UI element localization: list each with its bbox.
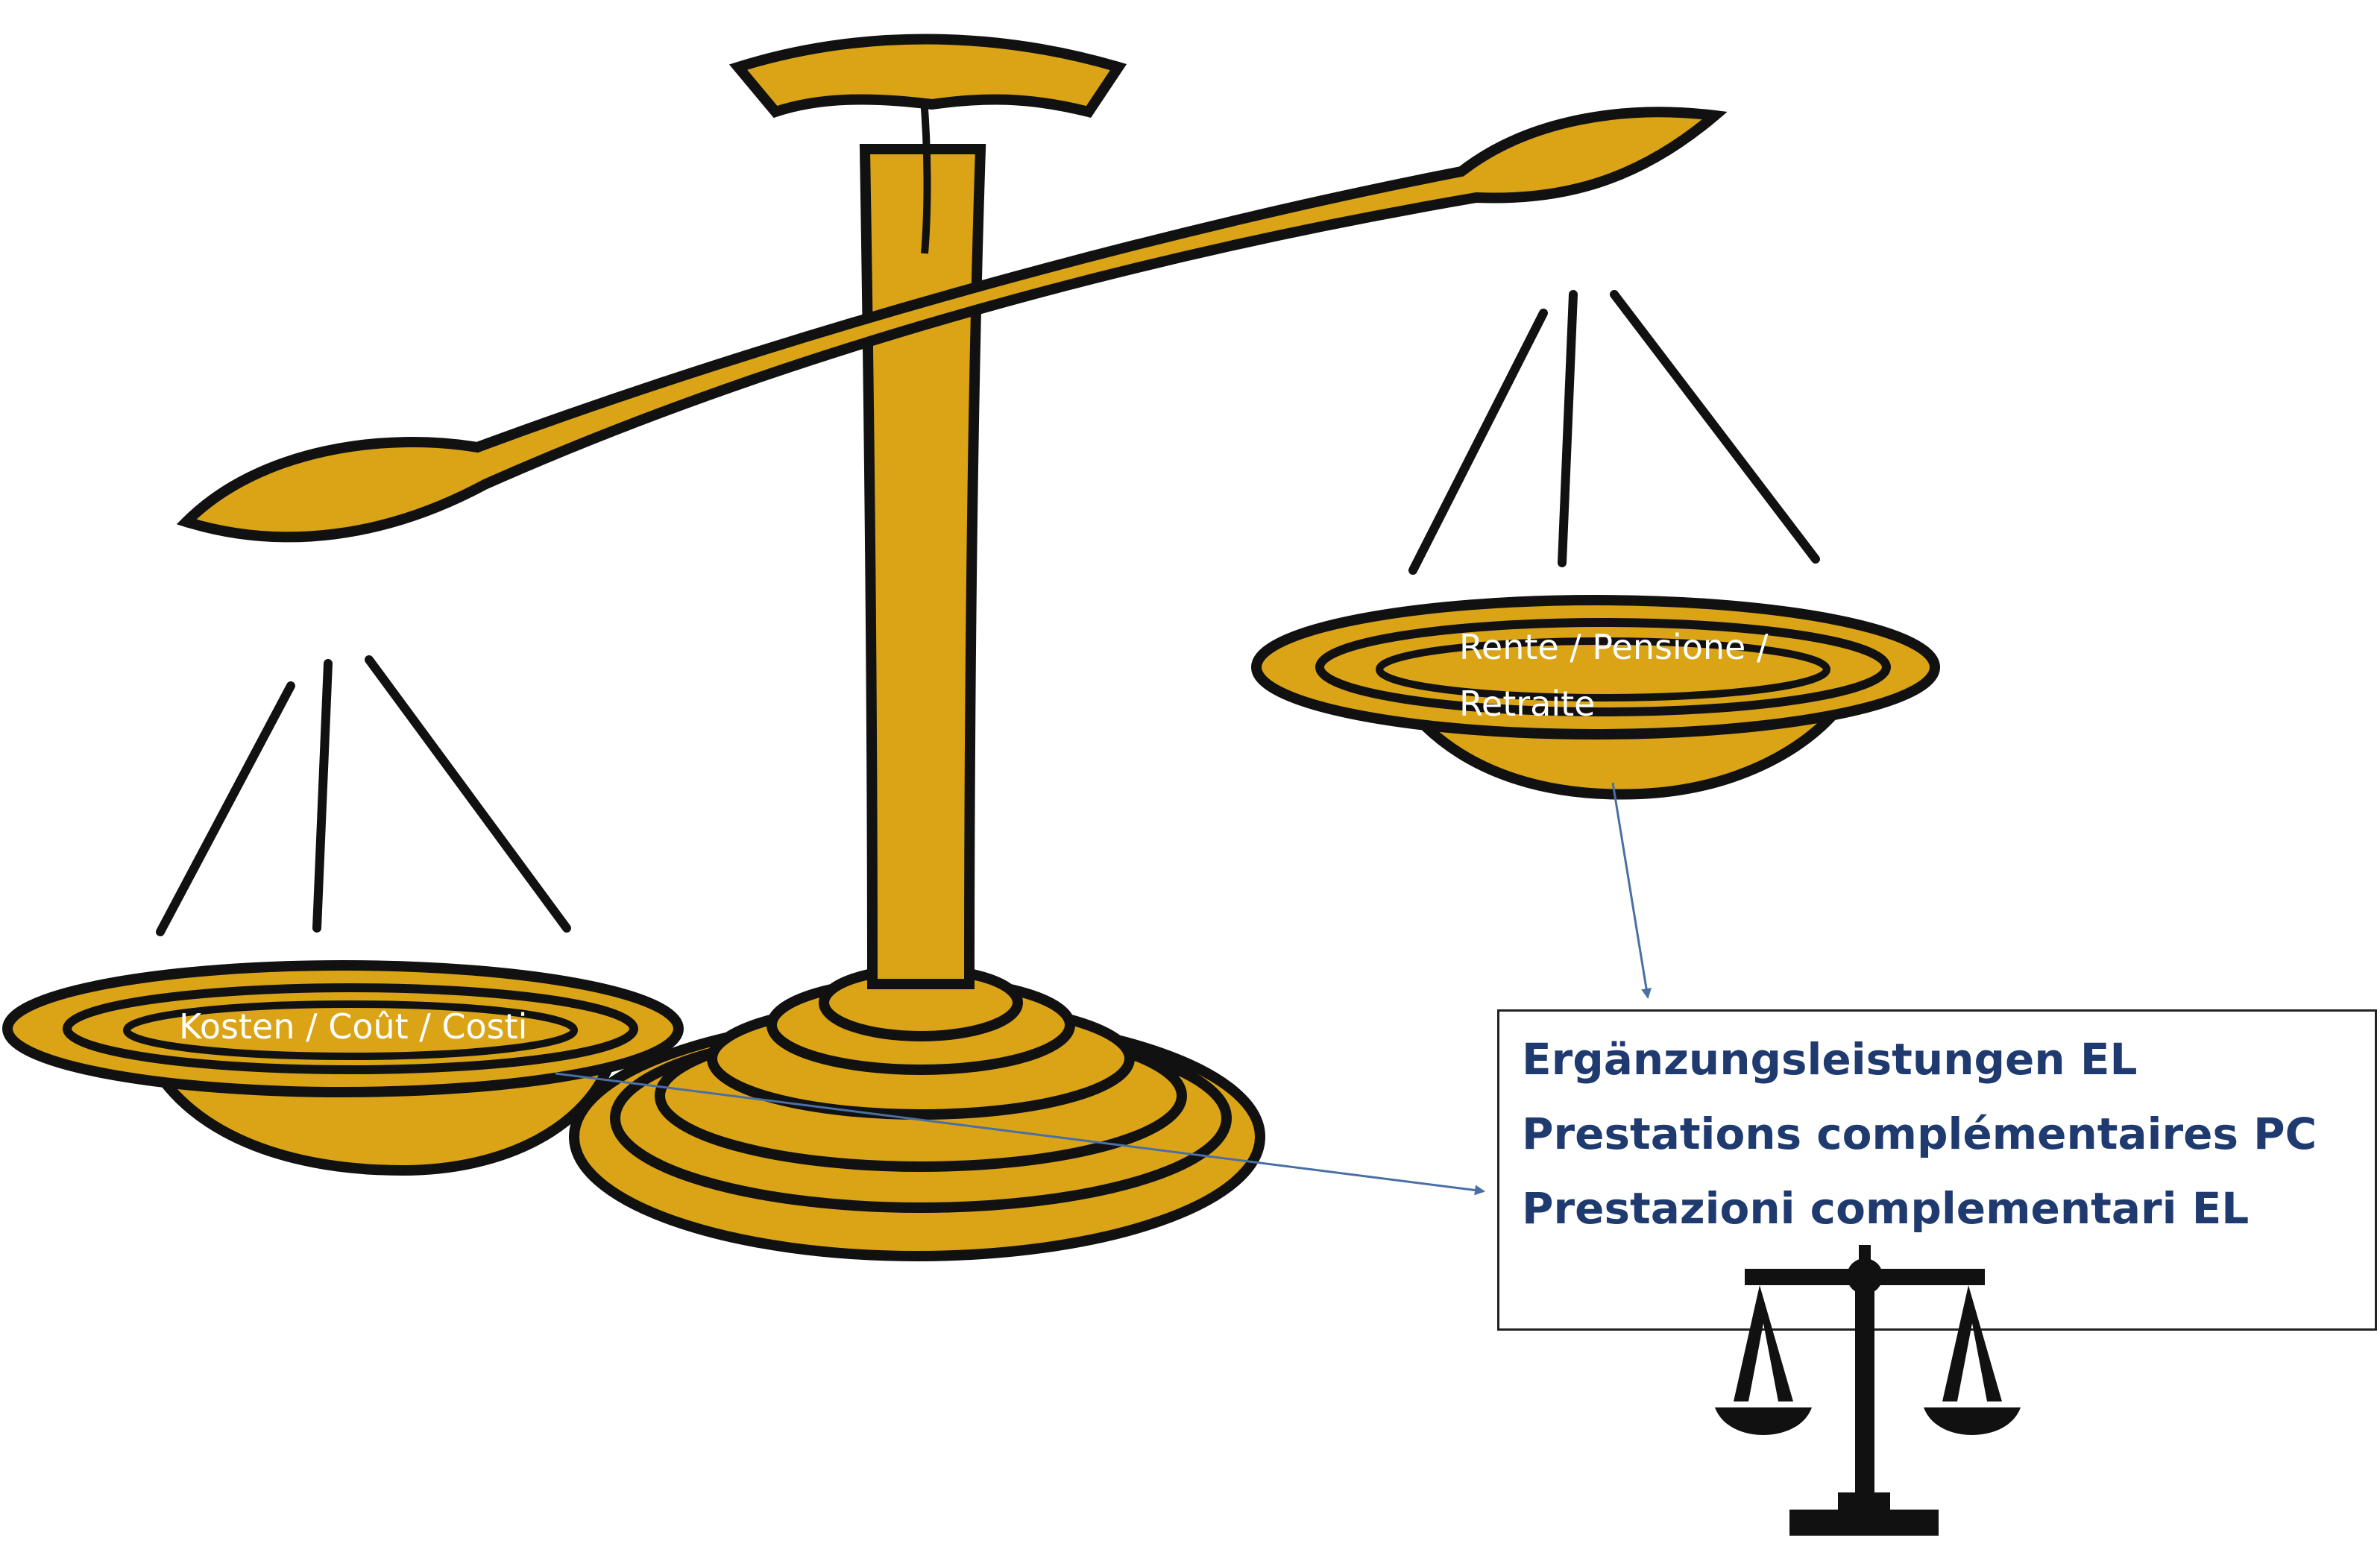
box-line-de: Ergänzungsleistungen EL: [1522, 1034, 2138, 1085]
box-line-fr: Prestations complémentaires PC: [1522, 1109, 2317, 1159]
right-pan: [1251, 595, 1940, 800]
box-line-it: Prestazioni complementari EL: [1522, 1183, 2250, 1234]
scale-beam: [176, 107, 1728, 543]
right-pan-strings: [1408, 290, 1820, 575]
arrow-kosten-to-box: [555, 1072, 1485, 1196]
left-pan-strings: [156, 655, 571, 936]
arrow-rente-to-box: [1611, 782, 1652, 999]
left-pan-label: Kosten / Coût / Costi: [179, 1006, 528, 1047]
right-pan-label-line1: Rente / Pensione /: [1459, 627, 1769, 667]
left-pan: [2, 960, 684, 1176]
balance-scale-icon: [1715, 1245, 2021, 1536]
right-pan-label-line2: Retraite: [1459, 684, 1596, 724]
scale-top-crossbar: [728, 34, 1127, 119]
right-pan-label: Rente / Pensione / Retraite: [1459, 619, 1768, 732]
scale-post: [859, 89, 986, 989]
scale-base: [569, 964, 1265, 1261]
